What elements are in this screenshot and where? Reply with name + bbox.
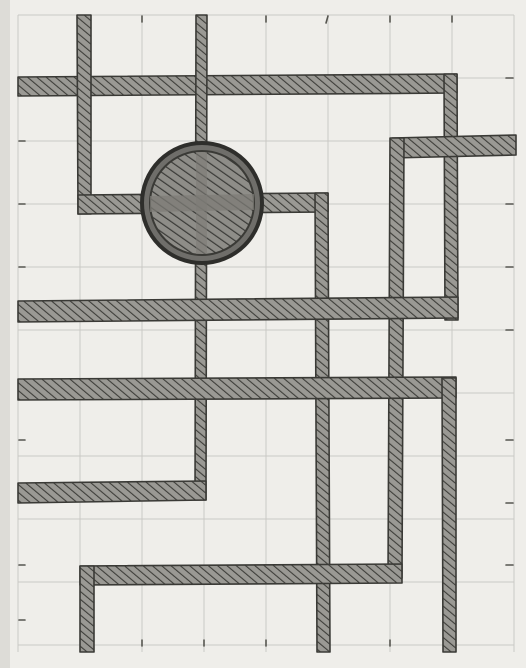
maze-wall xyxy=(442,378,456,652)
maze-wall xyxy=(18,297,458,322)
maze-wall xyxy=(444,74,458,320)
maze-wall xyxy=(80,566,94,652)
paper-edge-shadow xyxy=(0,0,10,668)
maze-wall xyxy=(392,135,516,158)
maze-wall xyxy=(18,481,206,503)
maze-wall xyxy=(80,564,402,585)
ball-marker xyxy=(142,143,262,263)
maze-wall xyxy=(18,377,456,400)
maze-wall xyxy=(77,15,91,214)
maze-wall xyxy=(388,138,404,578)
